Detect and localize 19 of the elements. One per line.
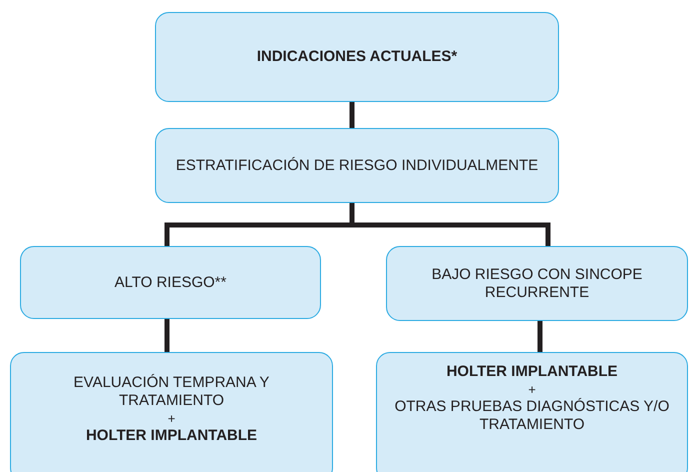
- box-text: +: [168, 412, 176, 424]
- box-text: EVALUACIÓN TEMPRANA Y TRATAMIENTO: [72, 374, 270, 410]
- box-text: BAJO RIESGO CON SINCOPE RECURRENTE: [430, 266, 644, 302]
- box-text: HOLTER IMPLANTABLE: [446, 363, 618, 381]
- process-box: [155, 128, 559, 203]
- box-text: OTRAS PRUEBAS DIAGNÓSTICAS Y/O TRATAMIENTO: [394, 398, 670, 434]
- box-text: INDICACIONES ACTUALES*: [256, 48, 458, 66]
- process-box: [20, 246, 321, 319]
- process-box: [155, 12, 559, 102]
- box-text: ESTRATIFICACIÓN DE RIESGO INDIVIDUALMENTE: [176, 156, 538, 174]
- box-text: +: [528, 383, 536, 396]
- process-box: [10, 352, 333, 472]
- process-box: [386, 246, 688, 321]
- connector-line: [164, 319, 170, 352]
- connector-line: [350, 102, 354, 128]
- box-text: ALTO RIESGO**: [114, 274, 226, 292]
- box-text: HOLTER IMPLANTABLE: [86, 426, 258, 444]
- process-box: [376, 352, 688, 472]
- connector-line: [538, 321, 542, 352]
